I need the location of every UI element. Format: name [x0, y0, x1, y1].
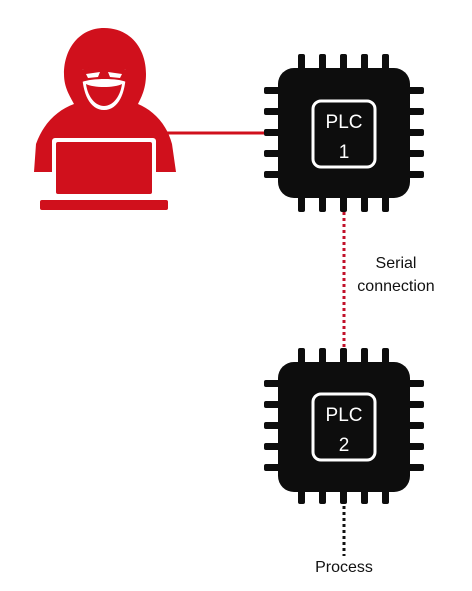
plc1-body — [278, 68, 410, 198]
serial-label-line2: connection — [357, 278, 434, 295]
plc2-label-line2: 2 — [339, 435, 350, 456]
hooded-hacker-with-laptop-icon — [34, 28, 176, 210]
plc1-inner-frame — [311, 99, 377, 169]
plc2-chip: PLC 2 — [264, 348, 424, 504]
plc2-inner-frame — [311, 392, 377, 462]
plc1-chip: PLC 1 — [264, 54, 424, 212]
serial-label-line1: Serial — [376, 255, 417, 272]
plc1-label-line1: PLC — [326, 112, 363, 133]
plc2-body — [278, 362, 410, 492]
plc1-label-line2: 1 — [339, 142, 350, 163]
plc2-label-line1: PLC — [326, 405, 363, 426]
plc1-pins — [264, 54, 424, 212]
process-label: Process — [315, 559, 373, 576]
